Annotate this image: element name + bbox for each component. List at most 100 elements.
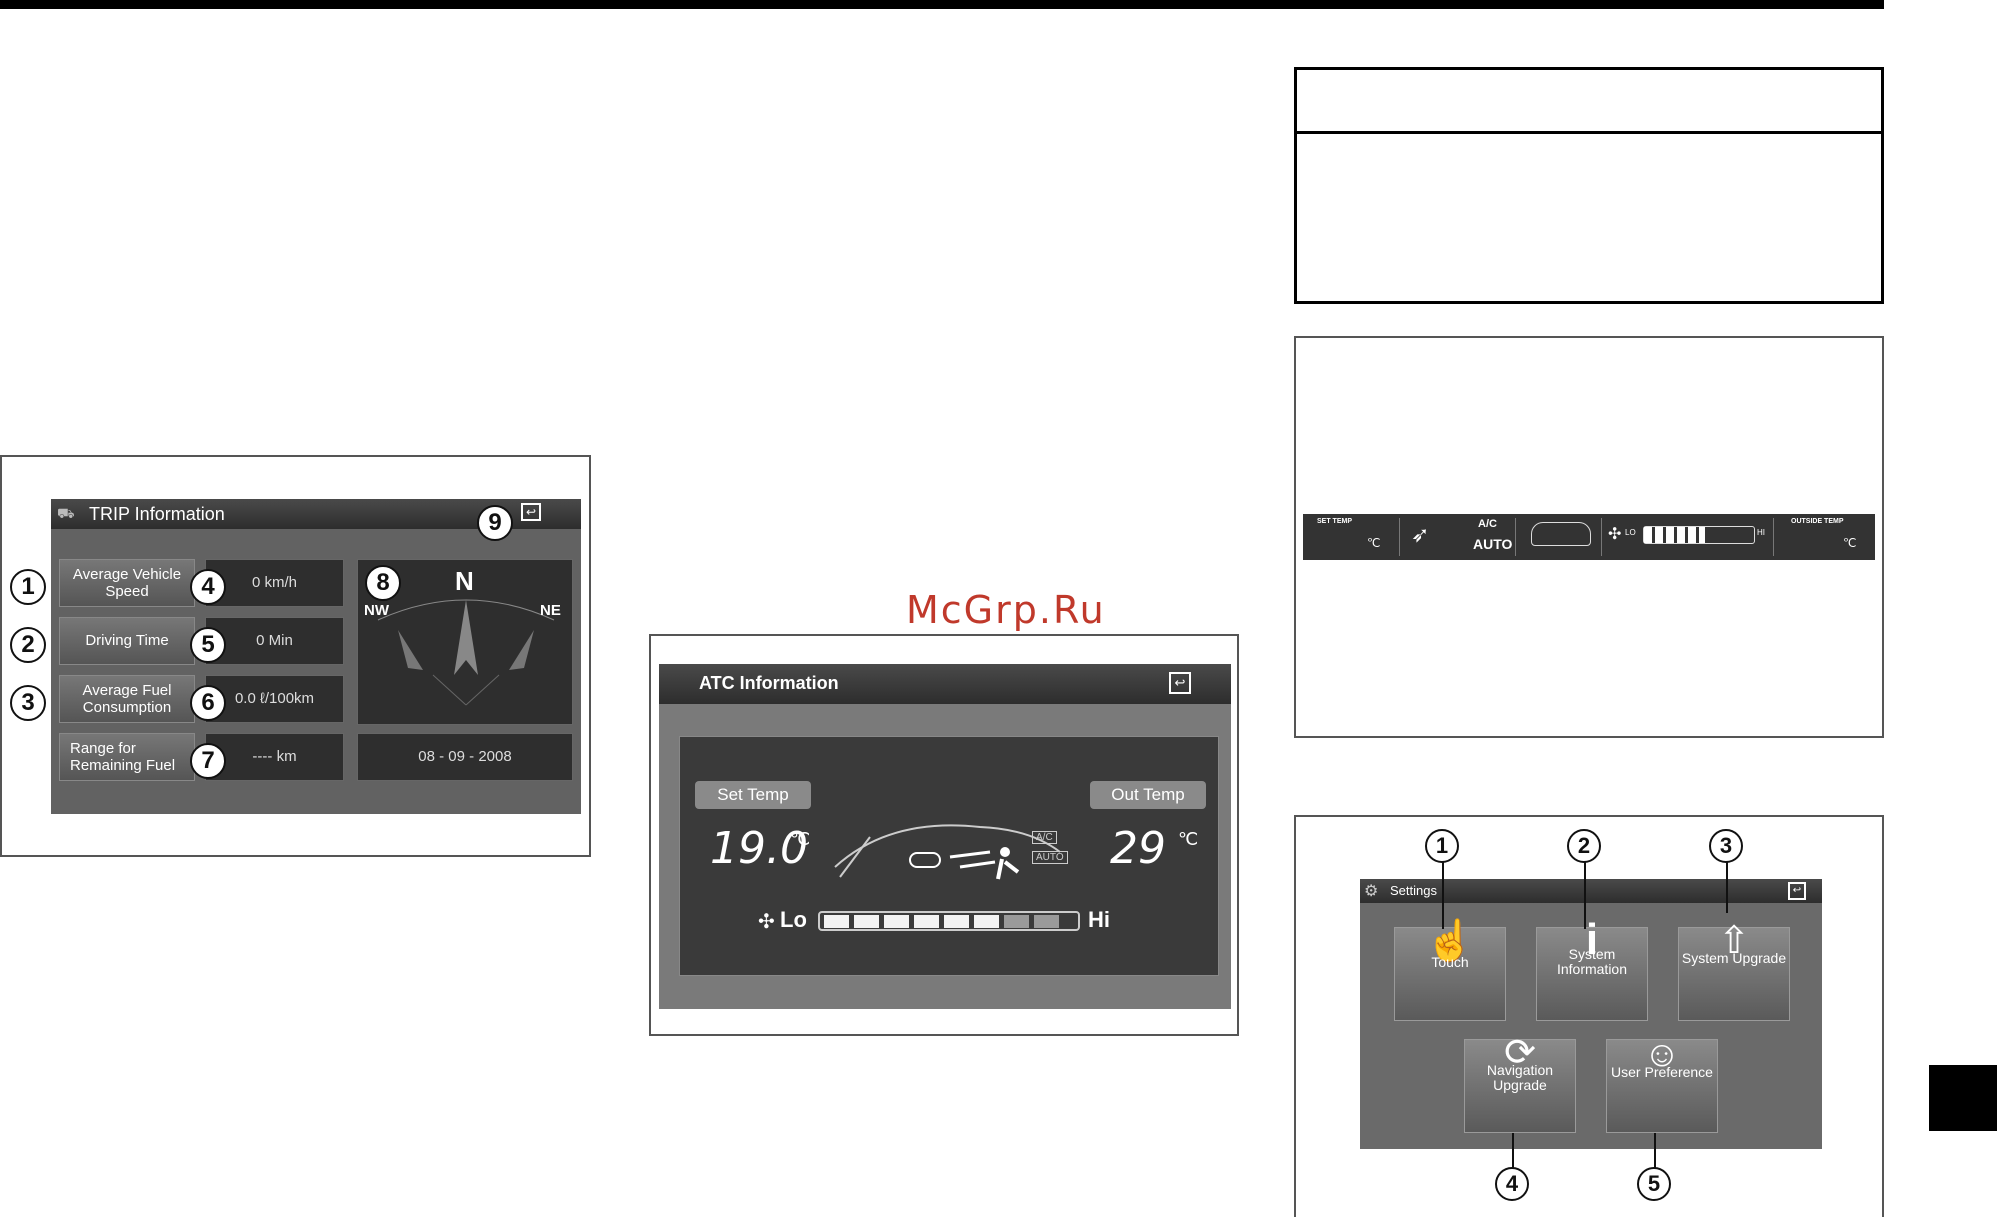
touch-label: Touch (1431, 954, 1469, 970)
nav-upgrade-label: Navigation Upgrade (1486, 1062, 1554, 1093)
strip-auto: AUTO (1473, 536, 1513, 552)
car-icon: ⛟ (57, 505, 75, 521)
trip-screen: ⛟ TRIP Information ↩ Average Vehicle Spe… (51, 499, 581, 814)
avg-fuel-value: 0.0 ℓ/100km (205, 675, 344, 723)
date-display: 08 - 09 - 2008 (357, 733, 573, 781)
leader-3 (1726, 859, 1728, 913)
callout-3: 3 (1709, 829, 1743, 863)
driving-time-value: 0 Min (205, 617, 344, 665)
strip-ac: A/C (1478, 518, 1497, 530)
leader-5 (1654, 1133, 1656, 1173)
compass-needle-icon (377, 599, 555, 706)
fan-icon: ✣ (1608, 526, 1622, 543)
out-temp-value: 29 (1110, 823, 1166, 874)
upload-arrow-icon: ⇧ (1718, 920, 1750, 962)
strip-lo: LO (1625, 528, 1636, 537)
avg-fuel-button[interactable]: Average Fuel Consumption (59, 675, 195, 723)
callout-4: 4 (1495, 1167, 1529, 1201)
avg-speed-value: 0 km/h (205, 559, 344, 607)
settings-title-bar: ⚙ Settings ↩ (1360, 879, 1822, 903)
trip-figure: ⛟ TRIP Information ↩ Average Vehicle Spe… (0, 455, 591, 857)
atc-title-bar: ATC Information ↩ (659, 664, 1231, 704)
compass-panel: N NW NE (357, 559, 573, 725)
strip-figure: SET TEMP ℃ ➶ A/C AUTO ✣ LO HI OUTSIDE TE… (1294, 336, 1884, 738)
fan-bar (818, 911, 1080, 931)
status-strip: SET TEMP ℃ ➶ A/C AUTO ✣ LO HI OUTSIDE TE… (1303, 514, 1875, 560)
fan-lo: Lo (780, 907, 807, 932)
fan-hi: Hi (1088, 907, 1110, 932)
fan-icon: ✣ (758, 911, 775, 933)
compass-n: N (455, 566, 474, 596)
driving-time-button[interactable]: Driving Time (59, 617, 195, 665)
callout-8: 8 (365, 565, 401, 601)
avg-speed-button[interactable]: Average Vehicle Speed (59, 559, 195, 607)
strip-divider (1601, 518, 1602, 556)
strip-fan-bar (1643, 526, 1755, 544)
atc-figure: ATC Information ↩ Set Temp Out Temp 19.0… (649, 634, 1239, 1036)
fan-segment (884, 915, 909, 928)
top-rule (0, 0, 1884, 9)
note-box-header-rule (1297, 131, 1881, 134)
settings-title: Settings (1390, 883, 1437, 898)
callout-7: 7 (190, 743, 226, 779)
mode-b: AUTO (1032, 851, 1068, 864)
callout-5: 5 (1637, 1167, 1671, 1201)
strip-fan-fill (1644, 527, 1705, 543)
user-pref-button[interactable]: ☺ User Preference (1606, 1036, 1718, 1133)
fan-segment (974, 915, 999, 928)
callout-3: 3 (10, 685, 46, 721)
settings-screen: ⚙ Settings ↩ ☝ Touch i System Informatio… (1360, 879, 1822, 1149)
fan-segment (1004, 915, 1029, 928)
set-temp-unit: ℃ (790, 829, 811, 849)
trip-title: TRIP Information (89, 504, 225, 524)
atc-title: ATC Information (699, 673, 839, 693)
out-temp-unit: ℃ (1178, 829, 1199, 849)
car-airflow-icon (834, 824, 1061, 880)
leader-2 (1584, 859, 1586, 929)
car-recirc-icon (1531, 522, 1591, 546)
settings-gear-icon: ⚙ (1364, 883, 1379, 900)
return-icon[interactable]: ↩ (1788, 882, 1806, 900)
leader-1 (1442, 859, 1444, 929)
touch-hand-icon: ☝ (1425, 919, 1475, 963)
leader-4 (1512, 1133, 1514, 1173)
system-upgrade-button[interactable]: ⇧ System Upgrade (1678, 920, 1790, 1021)
user-pref-label: User Preference (1611, 1064, 1713, 1080)
strip-out-unit: ℃ (1843, 536, 1857, 550)
callout-1: 1 (10, 569, 46, 605)
strip-set-unit: ℃ (1367, 536, 1381, 550)
nav-upgrade-button[interactable]: ⟳ Navigation Upgrade (1464, 1034, 1576, 1133)
return-icon[interactable]: ↩ (521, 503, 541, 521)
callout-2: 2 (1567, 829, 1601, 863)
strip-divider (1773, 518, 1774, 556)
atc-panel: Set Temp Out Temp 19.0 ℃ 29 ℃ A/C AUTO ✣… (679, 736, 1219, 976)
watermark: McGrp.Ru (906, 588, 1106, 632)
section-tab (1929, 1065, 1997, 1131)
out-temp-tag: Out Temp (1090, 781, 1206, 809)
return-icon[interactable]: ↩ (1169, 672, 1191, 694)
atc-screen: ATC Information ↩ Set Temp Out Temp 19.0… (659, 664, 1231, 1009)
fan-segment (914, 915, 939, 928)
note-box (1294, 67, 1884, 304)
compass-nw: NW (364, 602, 389, 619)
set-temp-tag: Set Temp (695, 781, 811, 809)
range-button[interactable]: Range for Remaining Fuel (59, 733, 195, 781)
touch-button[interactable]: ☝ Touch (1394, 919, 1506, 1021)
settings-figure: ⚙ Settings ↩ ☝ Touch i System Informatio… (1294, 815, 1884, 1217)
fan-segment (944, 915, 969, 928)
callout-6: 6 (190, 685, 226, 721)
callout-5: 5 (190, 627, 226, 663)
fan-segment (824, 915, 849, 928)
system-info-button[interactable]: i System Information (1536, 915, 1648, 1021)
compass-ne: NE (540, 602, 561, 619)
fan-segment (1034, 915, 1059, 928)
set-temp-value: 19.0 (710, 823, 808, 874)
callout-2: 2 (10, 627, 46, 663)
airflow-icon: ➶ (1411, 522, 1430, 547)
mode-a: A/C (1032, 831, 1057, 844)
callout-1: 1 (1425, 829, 1459, 863)
fan-segment (854, 915, 879, 928)
info-icon: i (1585, 915, 1599, 964)
system-info-label: System Information (1556, 946, 1628, 977)
strip-set-temp: SET TEMP (1317, 518, 1353, 525)
